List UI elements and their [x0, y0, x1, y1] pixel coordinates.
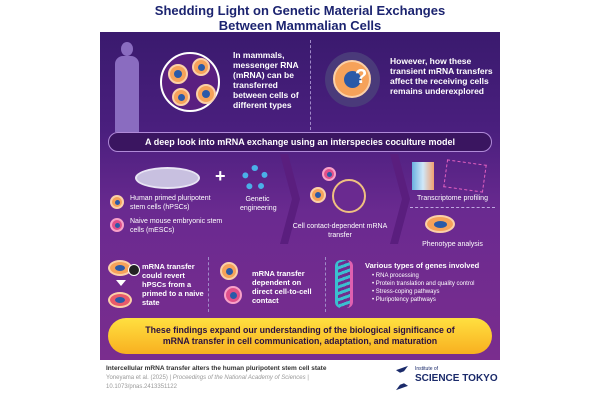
- model-banner: A deep look into mRNA exchange using an …: [108, 132, 492, 152]
- dna-icon: [335, 260, 353, 308]
- divider: [325, 257, 326, 312]
- transcriptome-label: Transcriptome profiling: [417, 195, 488, 202]
- genes-list: • RNA processing • Protein translation a…: [372, 272, 475, 304]
- citation: Yoneyama et al. (2025) | Proceedings of …: [106, 375, 309, 381]
- divider: [410, 207, 495, 208]
- contact-cells-icon: [216, 262, 246, 307]
- question-cell-icon: ?: [325, 52, 380, 107]
- doi: 10.1073/pnas.2413351122: [106, 384, 177, 390]
- petri-dish-icon: [135, 167, 200, 189]
- gene-item: • Stress-coping pathways: [372, 289, 440, 295]
- transfer-label: Cell contact-dependent mRNA transfer: [292, 223, 388, 239]
- cells-circle-icon: [160, 52, 220, 112]
- contact-text: mRNA transfer dependent on direct cell-t…: [252, 269, 312, 305]
- phenotype-label: Phenotype analysis: [422, 241, 483, 248]
- gear-icon: [242, 165, 268, 191]
- intro-right-text: However, how these transient mRNA transf…: [390, 56, 493, 96]
- gene-item: • RNA processing: [372, 273, 419, 279]
- science-tokyo-logo-icon: [396, 365, 408, 391]
- conclusion-banner: These findings expand our understanding …: [108, 318, 492, 354]
- divider: [310, 40, 311, 130]
- page-title: Shedding Light on Genetic Material Excha…: [154, 3, 446, 33]
- divider: [208, 257, 209, 312]
- hpsc-cell-icon: [110, 195, 124, 209]
- logo-text: SCIENCE TOKYO: [415, 373, 498, 384]
- mesc-cell-icon: [110, 218, 124, 232]
- gene-item: • Pluripotency pathways: [372, 297, 436, 303]
- network-icon: [443, 159, 487, 193]
- mesc-legend: Naive mouse embryonic stem cells (mESCs): [130, 218, 223, 234]
- revert-text: mRNA transfer could revert hPSCs from a …: [142, 262, 204, 307]
- footer: Intercellular mRNA transfer alters the h…: [100, 362, 500, 400]
- cell-contact-icon: [310, 167, 370, 217]
- paper-title: Intercellular mRNA transfer alters the h…: [106, 365, 327, 372]
- plus-icon: +: [215, 166, 226, 186]
- infographic: Shedding Light on Genetic Material Excha…: [100, 0, 500, 400]
- human-silhouette-icon: [112, 42, 142, 132]
- logo-small-text: Institute of: [415, 366, 439, 372]
- heatmap-icon: [412, 162, 434, 190]
- intro-left-text: In mammals, messenger RNA (mRNA) can be …: [233, 50, 299, 110]
- phenotype-magnifier-icon: [425, 215, 455, 233]
- revert-cells-icon: [108, 260, 140, 310]
- genetic-engineering-label: Genetic engineering: [240, 196, 277, 212]
- purple-panel: In mammals, messenger RNA (mRNA) can be …: [100, 32, 500, 360]
- genes-title: Various types of genes involved: [365, 261, 480, 270]
- gene-item: • Protein translation and quality contro…: [372, 281, 475, 287]
- hpsc-legend: Human primed pluripotent stem cells (hPS…: [130, 195, 211, 211]
